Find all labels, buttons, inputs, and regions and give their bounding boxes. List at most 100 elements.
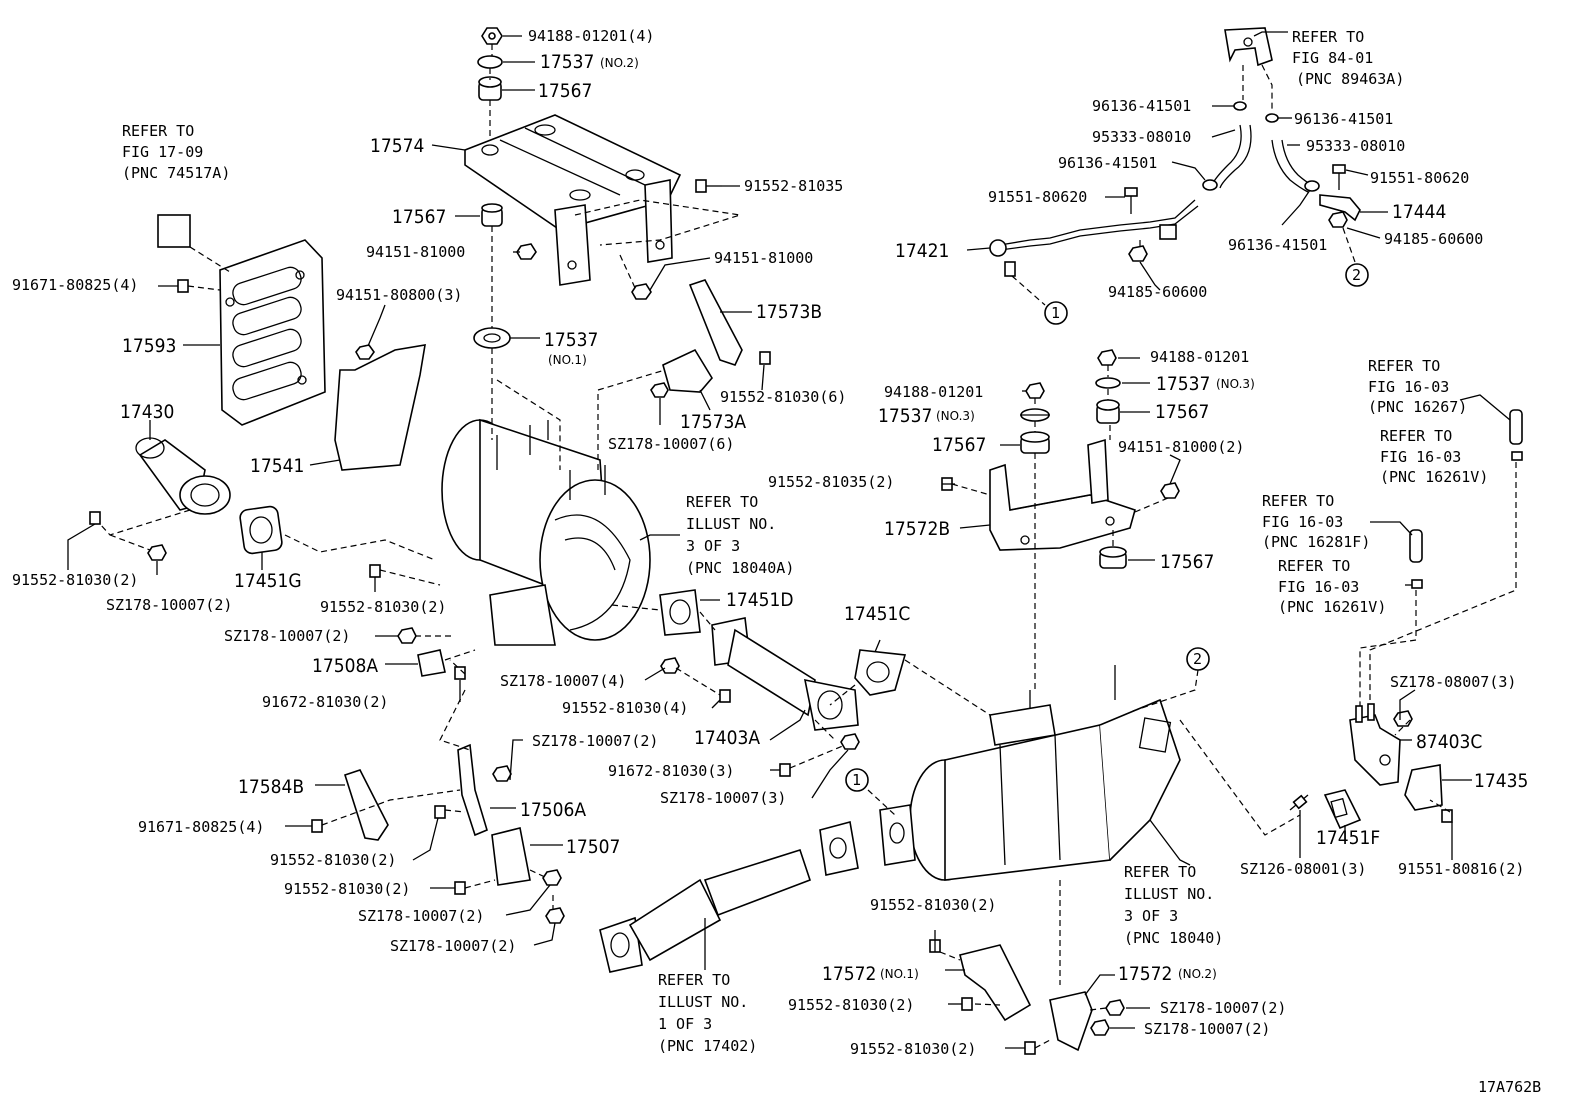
hose-95333-a [1211,124,1252,189]
label-17451f: 17451F [1316,827,1380,849]
label-17537-no1-suffix: (NO.1) [548,353,587,367]
nut-sz178-3 [840,733,860,750]
screw-91551-80620-b [1332,164,1346,190]
label-96136-41501-d: 96136-41501 [1228,236,1327,254]
label-91552-81030-2-e: 91552-81030(2) [870,896,996,914]
bolt-91671-a [177,279,189,293]
label-17573a: 17573A [680,411,746,433]
nut-94188-right-b [1025,382,1045,399]
bracket-17541 [334,344,426,471]
dashed-lines [99,44,1517,1049]
label-17451g: 17451G [234,570,302,592]
bracket-87403c [1349,703,1401,786]
bolt-91552-81030-4 [719,689,731,703]
part-labels: 94188-01201(4) 17537 (NO.2) 17567 17574 … [12,27,1528,1058]
label-94188-01201-a: 94188-01201 [1150,348,1249,366]
bolt-91552-81030-b [369,564,381,578]
bracket-17584b [343,769,389,841]
catalytic-converter-right [879,665,1181,881]
label-96136-41501-a: 96136-41501 [1092,97,1191,115]
label-17567-r3: 17567 [1160,551,1214,573]
washer-17537-no2 [477,55,503,69]
reference-notes: REFER TO FIG 17-09 (PNC 74517A) REFER TO… [122,28,1488,1055]
clip-96136-c [1202,179,1218,191]
label-17572b: 17572B [884,518,950,540]
tail-pipe-17430 [135,437,231,515]
insulator-17567-r2 [1020,431,1050,454]
note-illust-3of3-a: REFER TO ILLUST NO. 3 OF 3 (PNC 18040A) [686,493,794,577]
label-96136-41501-c: 96136-41501 [1058,154,1157,172]
label-17593: 17593 [122,335,176,357]
label-91552-81030-6: 91552-81030(6) [720,388,846,406]
note-fig-16-03-16261v-b: REFER TO FIG 16-03 (PNC 16261V) [1278,557,1386,616]
label-sz178-10007-2-g: SZ178-10007(2) [1144,1020,1270,1038]
label-17403a: 17403A [694,727,760,749]
label-94151-81000-b: 94151-81000 [714,249,813,267]
callout-2-upper-text: 2 [1352,266,1361,284]
pipe-16267 [1509,409,1523,445]
bracket-17574 [464,114,682,286]
clip-16261v-b [1411,579,1423,589]
clip-16261v-a [1511,451,1523,461]
label-91552-81030-2-g: 91552-81030(2) [850,1040,976,1058]
gasket-17451c [854,649,907,696]
label-sz178-10007-3: SZ178-10007(3) [660,789,786,807]
nut-94151-81000-2 [1160,482,1180,499]
label-91552-81030-2-b: 91552-81030(2) [320,598,446,616]
bracket-fig84 [1224,27,1273,67]
insulator-17567-r3 [1099,546,1127,569]
callout-numbers: 1 2 2 1 [852,266,1361,789]
label-17567-r1: 17567 [1155,401,1209,423]
bolt-91552-81030-6 [759,351,771,365]
bolt-91552-81030-d [454,881,466,895]
bracket-17507 [491,827,531,886]
callout-1-lower [845,768,869,792]
label-sz178-10007-4: SZ178-10007(4) [500,672,626,690]
label-17421: 17421 [895,240,949,262]
clip-96136-d [1304,180,1320,192]
bracket-17508a [417,649,446,677]
label-17572-no2-suffix: (NO.2) [1178,967,1217,981]
label-91552-81030-4: 91552-81030(4) [562,699,688,717]
label-17537-no2: 17537 [540,51,594,73]
label-17508a: 17508A [312,655,378,677]
label-sz178-08007-3: SZ178-08007(3) [1390,673,1516,691]
note-illust-1of3: REFER TO ILLUST NO. 1 OF 3 (PNC 17402) [658,971,757,1055]
pipe-17403a [711,617,859,731]
label-94151-81000-2: 94151-81000(2) [1118,438,1244,456]
label-91551-80620-a: 91551-80620 [988,188,1087,206]
label-91672-81030-2: 91672-81030(2) [262,693,388,711]
callout-1-upper [1044,301,1068,325]
nut-sz178-2-b [397,627,417,644]
nut-sz178-2-d [542,869,562,886]
label-sz178-10007-2-d: SZ178-10007(2) [358,907,484,925]
note-fig-16-03-16267: REFER TO FIG 16-03 (PNC 16267) [1368,357,1467,416]
shield-17435 [1404,764,1443,811]
insulator-17567-r1 [1096,399,1120,424]
label-sz126-08001-3: SZ126-08001(3) [1240,860,1366,878]
label-91552-81030-2-d: 91552-81030(2) [284,880,410,898]
label-17451d: 17451D [726,589,794,611]
note-fig-16-03-16261v-a: REFER TO FIG 16-03 (PNC 16261V) [1380,427,1488,486]
label-91671-80825-4-a: 91671-80825(4) [12,276,138,294]
label-17572-no2: 17572 [1118,963,1172,985]
insulator-17567-mid [481,203,503,227]
label-95333-08010-a: 95333-08010 [1092,128,1191,146]
front-pipe [599,821,859,973]
bracket-17572b [989,438,1136,551]
nut-sz178-6 [650,382,669,398]
bolt-91552-81030-c [434,805,446,819]
label-17573b: 17573B [756,301,822,323]
stud-sz126 [1289,794,1309,811]
label-87403c: 87403C [1416,731,1482,753]
callout-1-upper-text: 1 [1051,304,1060,322]
label-17537-no3-b-suffix: (NO.3) [936,409,975,423]
gasket-17451d [659,589,701,636]
bolt-91552-81035 [695,179,722,193]
clip-96136-b [1265,113,1279,123]
label-17537-no2-suffix: (NO.2) [600,56,639,70]
bolt-91672-81030-3 [779,763,791,777]
callout-1-lower-text: 1 [852,771,861,789]
label-17572-no1-suffix: (NO.1) [880,967,919,981]
